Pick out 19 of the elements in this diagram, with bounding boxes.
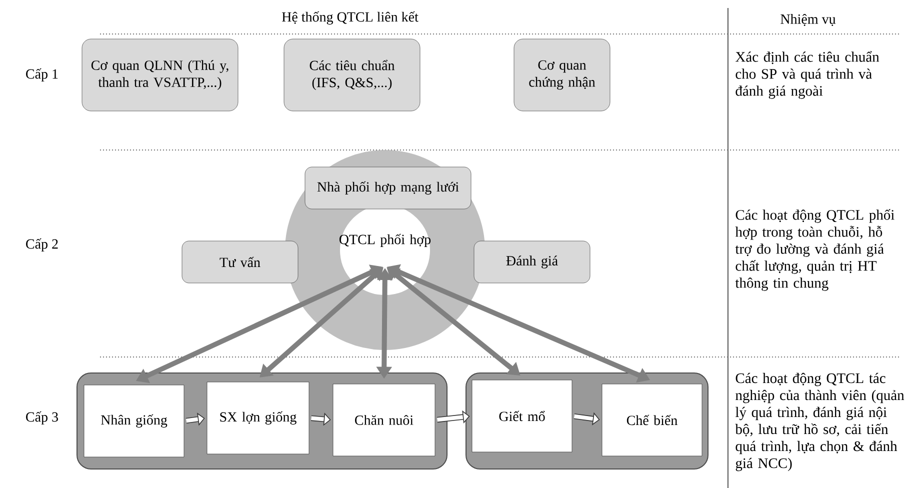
level-label: Cấp 1 (26, 68, 58, 82)
step-box: Chế biến (602, 384, 702, 456)
step-box: Chăn nuôi (332, 384, 436, 456)
task-text: Các hoạt động QTCL phối hợp trong toàn chuỗi, hỗ trợ đo lường và đánh giá chất lượng, quản trị HT thông tin chung (735, 209, 894, 291)
step-box: Nhân giống (84, 384, 184, 458)
header: Hệ thống QTCL liên kết (282, 11, 418, 25)
header: Nhiệm vụ (780, 14, 836, 26)
rounded-box: Cơ quan QLNN (Thú y, thanh tra VSATTP,...) (82, 38, 238, 112)
level-label: Cấp 2 (26, 238, 58, 252)
task-text: Các hoạt động QTCL tác nghiệp của thành viên (quản lý quá trình, đánh giá nội bộ, lưu trữ hồ sơ, cải tiến quá trình, lựa chọn & đánh giá NCC) (735, 372, 904, 472)
step-box: Giết mổ (472, 380, 572, 452)
step-box: SX lợn giống (206, 382, 310, 454)
rounded-box: Nhà phối hợp mạng lưới (304, 166, 472, 210)
rounded-box: Các tiêu chuẩn (IFS, Q&S,...) (284, 38, 420, 112)
rounded-box: Tư vấn (182, 240, 298, 284)
task-text: Xác định các tiêu chuẩn cho SP và quá trình và đánh giá ngoài (736, 51, 880, 99)
rounded-box: Đánh giá (474, 240, 590, 284)
rounded-box: Cơ quan chứng nhận (514, 38, 610, 112)
level-label: Cấp 3 (26, 411, 58, 425)
